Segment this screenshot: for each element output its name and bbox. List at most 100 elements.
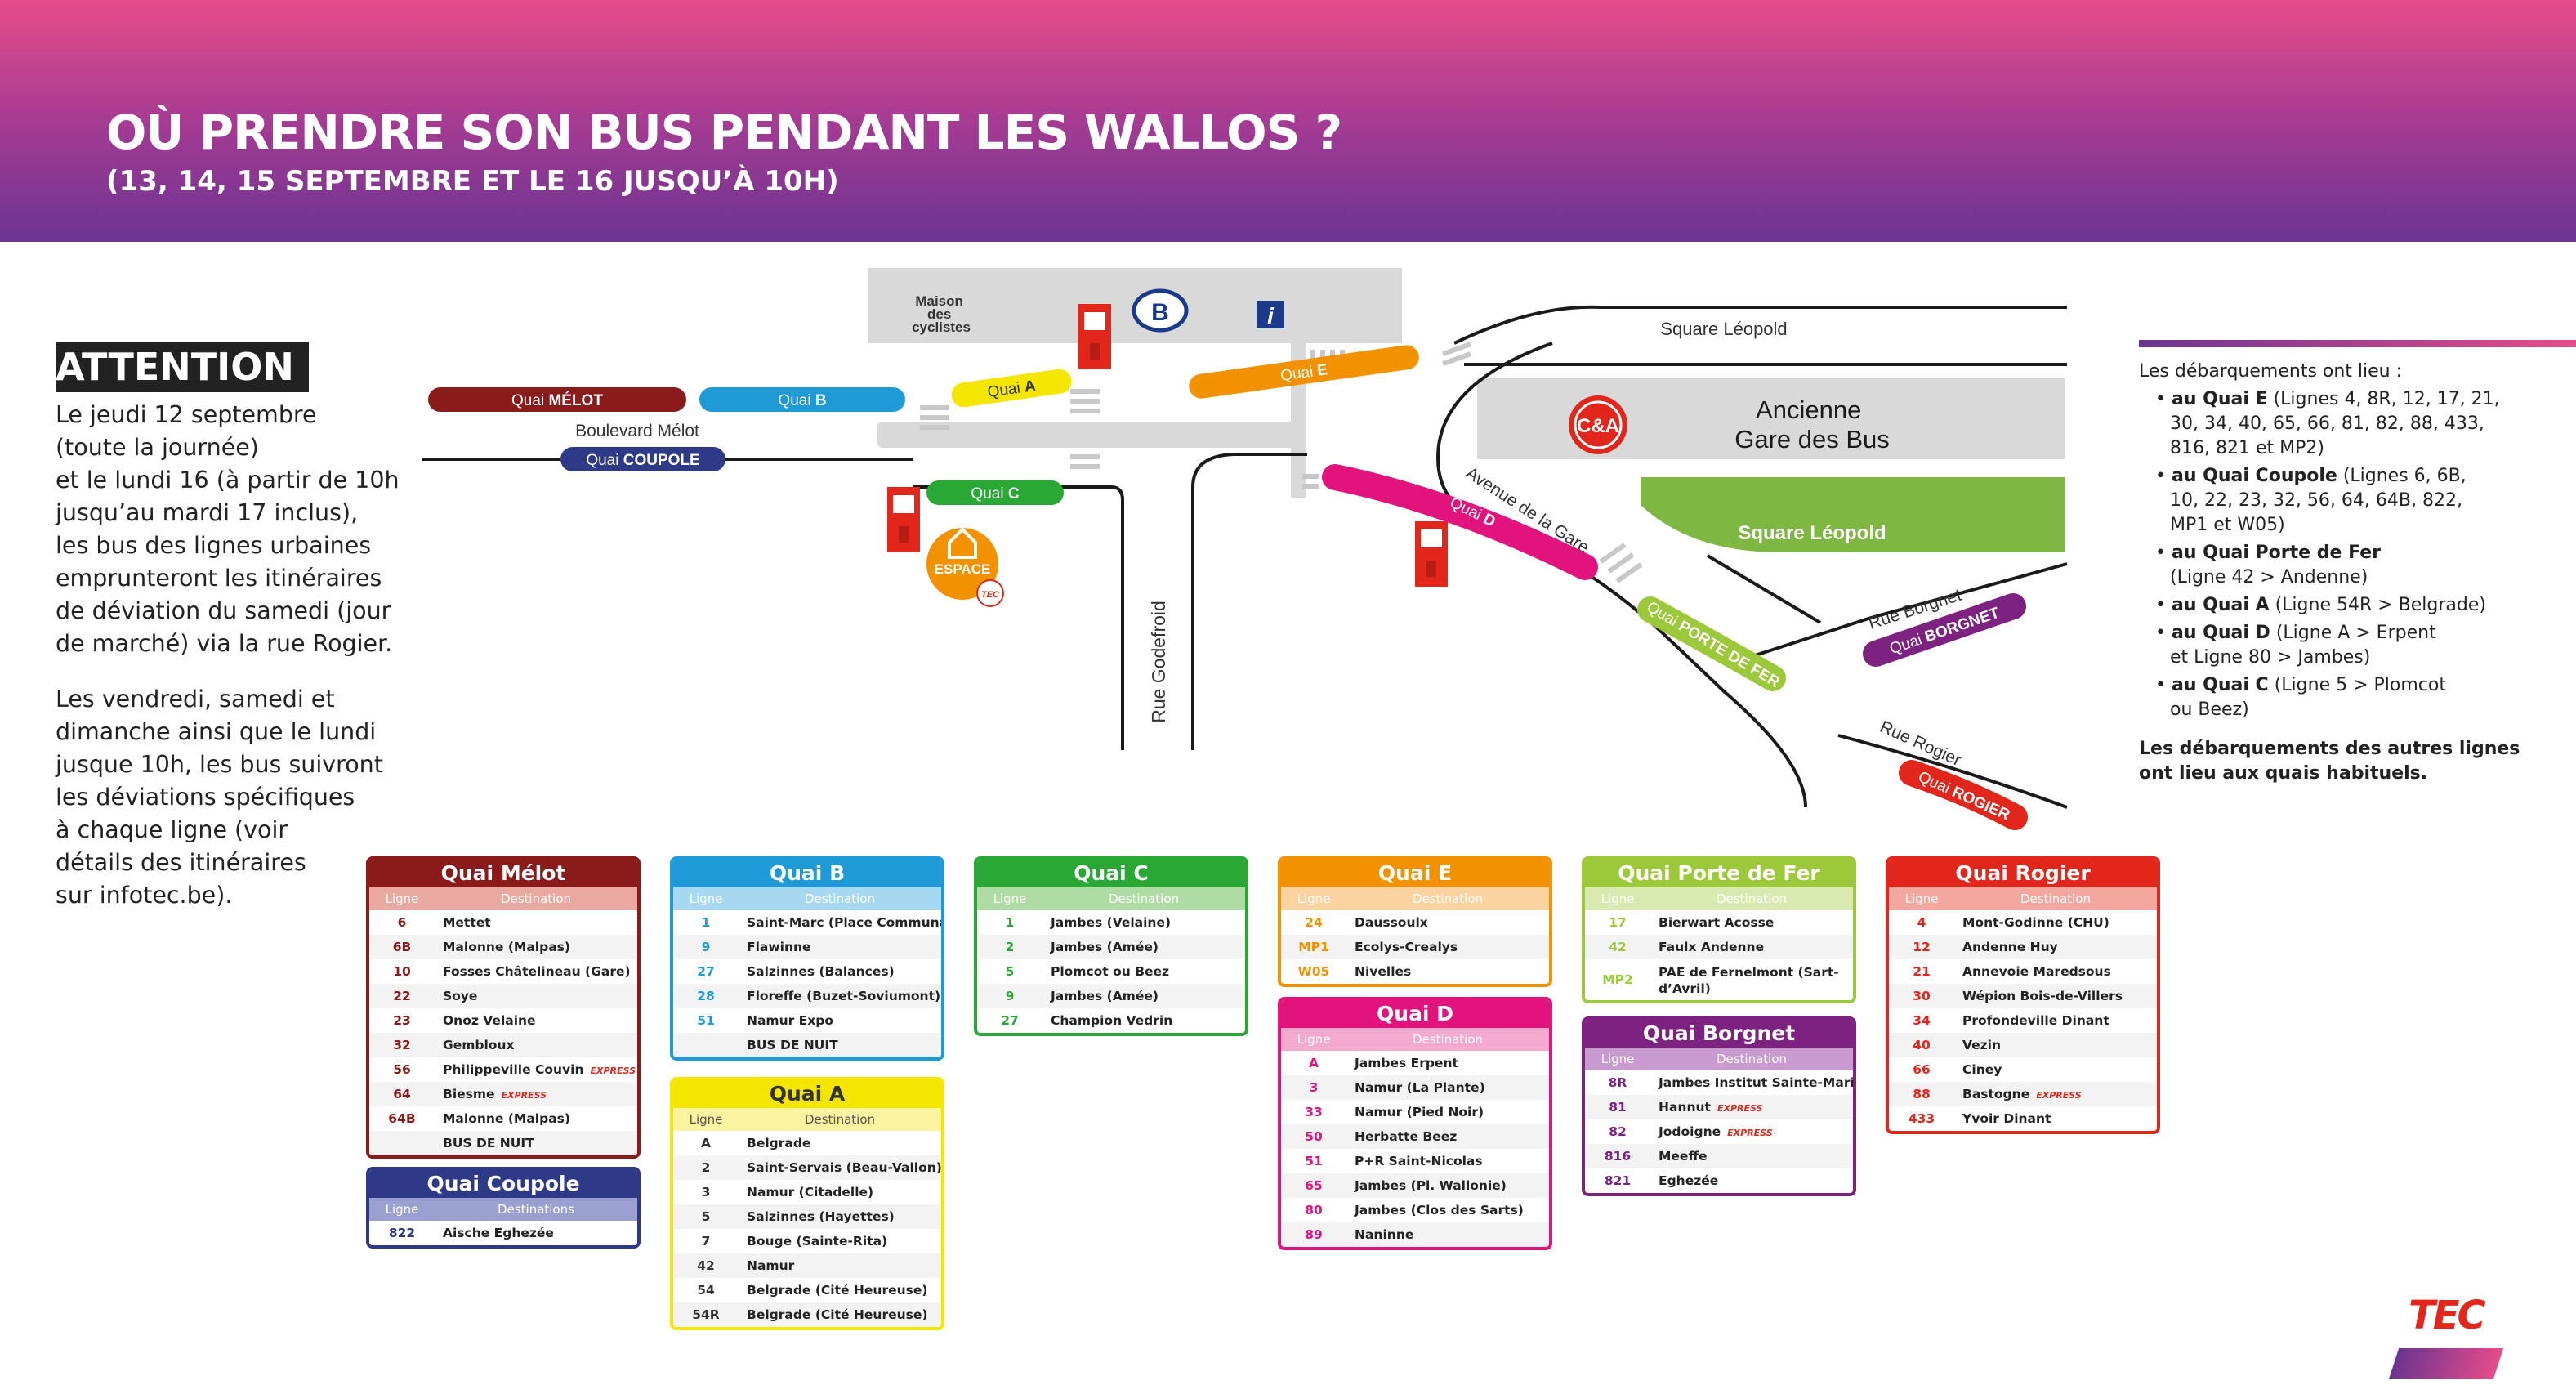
column-header-destination: Destination (2020, 891, 2092, 906)
table-title: Quai Borgnet (1585, 1020, 1853, 1048)
line-number: MP2 (1602, 972, 1633, 987)
destination-cell: Naninne (1346, 1222, 1549, 1247)
quay-coupole[interactable]: Quai COUPOLE (560, 447, 725, 471)
quay-name: A (1023, 378, 1037, 396)
street-label-rue-rogier: Rue Rogier (1877, 717, 1963, 770)
drop-list: • au Quai E (Lignes 4, 8R, 12, 17, 21,30… (2139, 387, 2500, 722)
destination-text: Nivelles (1355, 964, 1412, 979)
quay-d[interactable]: Quai D (1322, 464, 1598, 580)
line-number: 30 (1913, 989, 1931, 1003)
quay-porte-de-fer[interactable]: Quai PORTE DE FER (1637, 596, 1786, 691)
destination-text: Bouge (Sainte-Rita) (747, 1234, 888, 1249)
quay-melot[interactable]: Quai MÉLOT (428, 387, 686, 412)
square-leopold-park (1641, 477, 2065, 552)
destination-cell: Faulx Andenne (1650, 935, 1853, 959)
quay-a[interactable]: Quai A (950, 368, 1074, 409)
street-label-square-leopold: Square Léopold (1660, 319, 1787, 339)
destination-text: Aische Eghezée (443, 1226, 554, 1240)
table-header: Ligne Destination (673, 887, 941, 910)
table-title: Quai B (673, 860, 941, 887)
destination-text: Yvoir Dinant (1962, 1111, 2051, 1126)
destination-cell: Ecolys-Crealys (1346, 935, 1549, 959)
destination-cell: Andenne Huy (1954, 935, 2157, 959)
column-header-ligne: Ligne (1601, 1052, 1635, 1066)
attention-badge: ATTENTION ! (56, 342, 324, 392)
quay-rogier[interactable]: Quai ROGIER (1899, 760, 2028, 830)
destination-cell: Mont-Godinne (CHU) (1954, 910, 2157, 935)
text-line: les bus des lignes urbaines (56, 532, 372, 559)
line-number: 5 (1005, 964, 1015, 979)
table-row: 42 Faulx Andenne (1585, 935, 1853, 959)
line-number: 56 (393, 1062, 411, 1077)
table-title: Quai E (1281, 860, 1549, 887)
station-platform (877, 422, 1302, 448)
ancienne-gare-label: Ancienne Gare des Bus (1734, 395, 1890, 453)
column-header-ligne: Ligne (689, 891, 723, 906)
street-label-rue-godefroid: Rue Godefroid (1148, 601, 1169, 723)
drop-footer-line: Les débarquements des autres lignes (2139, 739, 2520, 759)
line-number: 42 (1609, 940, 1627, 954)
line-number: 28 (697, 989, 715, 1003)
line-number: 12 (1913, 940, 1931, 954)
quay-prefix: Quai (778, 392, 810, 409)
maison-cyclistes-label: Maison des cyclistes (912, 293, 971, 335)
line-number: 65 (1305, 1178, 1323, 1193)
drop-item-line: 30, 34, 40, 65, 66, 81, 82, 88, 433, (2170, 413, 2484, 434)
line-number: W05 (1297, 964, 1330, 979)
column-header-destination: Destination (804, 891, 876, 906)
table-row: 12 Andenne Huy (1889, 935, 2157, 959)
drop-item-text: (Lignes 6, 6B, (2342, 466, 2467, 486)
destination-text: BUS DE NUIT (443, 1136, 534, 1150)
destination-text: Namur (La Plante) (1355, 1080, 1485, 1095)
quay-e[interactable]: Quai E (1187, 343, 1420, 400)
quay-b[interactable]: Quai B (699, 387, 905, 412)
text-line: dimanche ainsi que le lundi (56, 718, 377, 745)
line-number: 80 (1305, 1203, 1323, 1217)
express-badge: EXPRESS (1717, 1103, 1763, 1114)
line-number: 821 (1604, 1173, 1632, 1188)
table-title: Quai D (1281, 1000, 1549, 1028)
line-number: 1 (1005, 915, 1015, 930)
destination-cell: Salzinnes (Balances) (739, 959, 941, 984)
destination-text: Faulx Andenne (1659, 940, 1765, 954)
destination-text: Malonne (Malpas) (443, 940, 570, 954)
column-header-destination: Destination (1716, 1052, 1788, 1066)
quay-c[interactable]: Quai C (926, 480, 1064, 505)
line-number: 54R (692, 1307, 720, 1322)
destination-cell: Belgrade (739, 1131, 941, 1155)
destination-text: Jambes (Clos des Sarts) (1355, 1203, 1524, 1217)
destination-text: Vezin (1962, 1038, 2002, 1052)
destination-cell: Eghezée (1650, 1168, 1853, 1193)
drop-item-first-line: • au Quai D (Ligne A > Erpent (2155, 623, 2436, 643)
sncb-logo-letter: B (1151, 299, 1169, 326)
destination-cell: Belgrade (Cité Heureuse) (739, 1302, 941, 1327)
destination-text: P+R Saint-Nicolas (1355, 1154, 1483, 1168)
drop-item-line: MP1 et W05) (2170, 515, 2285, 535)
table-row: 821 Eghezée (1585, 1168, 1853, 1193)
destination-cell: Namur (La Plante) (1346, 1075, 1549, 1100)
road-rue-godefroid-west (913, 485, 1124, 750)
text-line: Le jeudi 12 septembre (56, 401, 317, 428)
destination-cell: Nivelles (1346, 959, 1549, 984)
text-line: les déviations spécifiques (56, 784, 355, 811)
road-rue-borgnet (1739, 562, 2068, 662)
destination-text: Biesme (443, 1087, 495, 1101)
table-row: 80 Jambes (Clos des Sarts) (1281, 1198, 1549, 1222)
destination-text: Fosses Châtelineau (Gare) (443, 964, 631, 979)
quay-name: MÉLOT (548, 391, 603, 409)
column-header-ligne: Ligne (1297, 891, 1331, 906)
line-number: 8R (1608, 1075, 1627, 1090)
drop-item-quay: au Quai Porte de Fer (2171, 543, 2381, 563)
